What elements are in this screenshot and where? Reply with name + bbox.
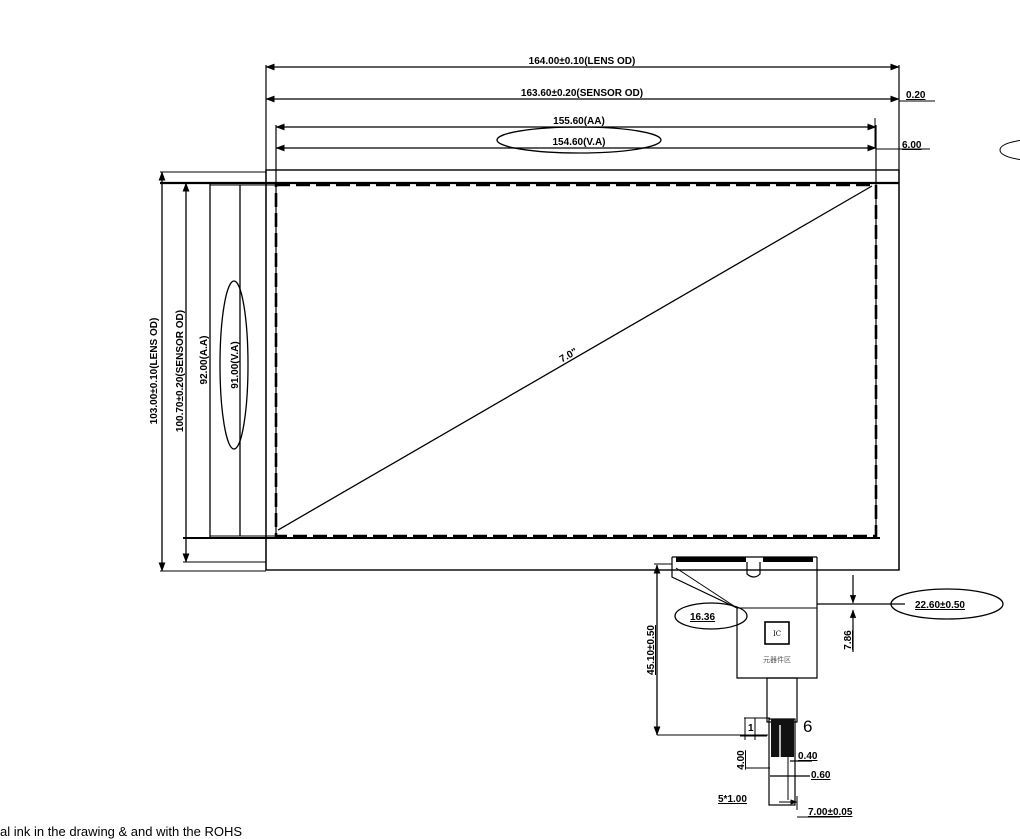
- ic-chip: [764, 621, 790, 645]
- tail-length-label: 4.00: [736, 750, 747, 770]
- diagonal-line: [277, 185, 873, 531]
- fpc-tail: [653, 556, 1004, 818]
- fpc-offset-callout: [674, 602, 748, 630]
- sensor-width-label: 163.60±0.20(SENSOR OD): [521, 88, 643, 99]
- va-width-callout: [496, 126, 662, 154]
- va-height-label: 91.00(V.A): [230, 341, 241, 388]
- lens-width-label: 164.00±0.10(LENS OD): [529, 56, 636, 67]
- pin-gap-label: 0.60: [811, 770, 831, 781]
- footnote-text: al ink in the drawing & and with the ROH…: [0, 824, 243, 839]
- pin-one-marker: 1: [748, 723, 754, 734]
- fpc-contact-pins: [771, 719, 794, 757]
- fpc-bond-pad-left: [676, 557, 746, 562]
- fpc-position-label: 22.60±0.50: [915, 600, 965, 611]
- fpc-bond-pad-right: [763, 557, 813, 562]
- ic-height-label: 7.86: [843, 630, 854, 650]
- pin-count-label: 6: [803, 717, 812, 736]
- pin-width-label: 0.40: [798, 751, 818, 762]
- ic-label: IC: [773, 630, 781, 638]
- aa-height-label: 92.00(A.A): [199, 336, 210, 385]
- view-area-outline: [274, 183, 878, 538]
- panel-outline: [160, 65, 900, 571]
- fpc-strip: [766, 677, 798, 723]
- va-width-label: 154.60(V.A): [553, 137, 606, 148]
- horizontal-dimensions: [265, 63, 935, 154]
- pitch-label: 5*1.00: [718, 794, 747, 805]
- va-height-callout: [219, 280, 249, 450]
- lens-height-label: 103.00±0.10(LENS OD): [149, 318, 160, 425]
- tail-width-label: 7.00±0.05: [808, 807, 853, 818]
- aa-width-label: 155.60(AA): [553, 116, 605, 127]
- gap-side-label: 6.00: [902, 140, 922, 151]
- lens-outline: [265, 169, 900, 571]
- gap-top-label: 0.20: [906, 90, 926, 101]
- cropped-callout: [999, 140, 1020, 160]
- diagonal-size-label: 7.0": [558, 346, 580, 365]
- fpc-offset-label: 16.36: [690, 612, 715, 623]
- component-zone-label: 元器件区: [763, 655, 791, 664]
- fpc-length-label: 45.10±0.50: [646, 625, 657, 675]
- sensor-height-label: 100.70±0.20(SENSOR OD): [175, 310, 186, 432]
- fpc-notch: [746, 562, 761, 578]
- fpc-position-callout: [890, 588, 1004, 620]
- vertical-dimensions: [158, 171, 276, 572]
